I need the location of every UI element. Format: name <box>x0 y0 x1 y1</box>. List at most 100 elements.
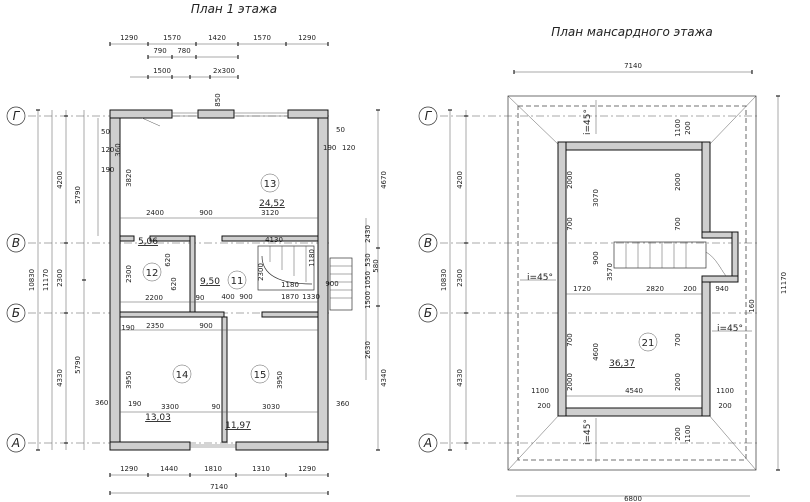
svg-text:360: 360 <box>114 143 122 156</box>
svg-text:3570: 3570 <box>606 263 614 281</box>
attic-floor-title: План мансардного этажа <box>551 25 713 39</box>
svg-text:2350: 2350 <box>146 322 164 330</box>
svg-text:4200: 4200 <box>56 171 64 189</box>
attic-staircase <box>613 241 727 277</box>
attic-bottom-dimension: 6800 <box>516 495 750 502</box>
svg-text:2630: 2630 <box>364 341 372 359</box>
svg-text:700: 700 <box>674 333 682 346</box>
attic-axis-marker-b: Б <box>418 303 438 323</box>
svg-text:15: 15 <box>254 370 267 381</box>
svg-text:1180: 1180 <box>308 249 316 267</box>
svg-text:200: 200 <box>684 121 692 134</box>
svg-text:1570: 1570 <box>253 34 271 42</box>
axis-marker-g: Г <box>6 106 26 126</box>
svg-text:50: 50 <box>336 126 345 134</box>
svg-text:2300: 2300 <box>56 269 64 287</box>
svg-text:900: 900 <box>239 293 252 301</box>
svg-text:11,97: 11,97 <box>225 421 251 431</box>
svg-text:11: 11 <box>231 276 244 287</box>
svg-text:7140: 7140 <box>210 483 228 491</box>
svg-text:Б: Б <box>12 306 20 320</box>
attic-axis-marker-v: В <box>418 233 438 253</box>
attic-interior-dimensions: 200 1100 2000 700 3070 900 3570 1720 282… <box>531 119 756 443</box>
svg-text:2200: 2200 <box>145 294 163 302</box>
svg-text:1810: 1810 <box>204 465 222 473</box>
svg-text:4200: 4200 <box>456 171 464 189</box>
svg-text:В: В <box>424 236 432 250</box>
svg-text:900: 900 <box>199 209 212 217</box>
svg-text:13: 13 <box>264 179 277 190</box>
svg-text:3070: 3070 <box>592 189 600 207</box>
svg-text:1420: 1420 <box>208 34 226 42</box>
svg-text:700: 700 <box>566 333 574 346</box>
attic-right-dimension: 11170 <box>776 95 788 471</box>
svg-text:200: 200 <box>683 285 696 293</box>
svg-text:200: 200 <box>674 427 682 440</box>
svg-text:3820: 3820 <box>125 169 133 187</box>
svg-text:5790: 5790 <box>74 186 82 204</box>
svg-text:50: 50 <box>101 128 110 136</box>
svg-text:36,37: 36,37 <box>609 359 635 369</box>
svg-text:3950: 3950 <box>276 371 284 389</box>
attic-axis-marker-g: Г <box>418 106 438 126</box>
svg-text:11170: 11170 <box>780 272 788 294</box>
svg-text:2300: 2300 <box>125 265 133 283</box>
roof-outline <box>507 95 757 471</box>
interior-walls <box>119 235 319 443</box>
svg-text:6800: 6800 <box>624 495 642 502</box>
axis-marker-a: А <box>6 433 26 453</box>
svg-text:780: 780 <box>177 47 190 55</box>
room-14: 14 13,03 <box>145 364 192 423</box>
svg-text:400: 400 <box>221 293 234 301</box>
svg-text:4330: 4330 <box>56 369 64 387</box>
svg-text:1100: 1100 <box>531 387 549 395</box>
svg-text:2x300: 2x300 <box>213 67 235 75</box>
svg-text:580: 580 <box>372 259 380 272</box>
svg-text:1290: 1290 <box>298 34 316 42</box>
svg-text:1500: 1500 <box>364 291 372 309</box>
svg-text:9,50: 9,50 <box>200 277 220 287</box>
svg-text:10830: 10830 <box>28 269 36 291</box>
svg-text:3300: 3300 <box>161 403 179 411</box>
attic-axis-marker-a: А <box>418 433 438 453</box>
svg-text:120: 120 <box>101 146 114 154</box>
svg-text:1310: 1310 <box>252 465 270 473</box>
svg-text:190: 190 <box>128 400 141 408</box>
svg-text:2000: 2000 <box>674 373 682 391</box>
svg-text:1500: 1500 <box>153 67 171 75</box>
axis-marker-v: В <box>6 233 26 253</box>
svg-text:1570: 1570 <box>163 34 181 42</box>
svg-text:900: 900 <box>592 251 600 264</box>
attic-left-dimensions: 10830 4200 2300 4330 <box>440 109 468 451</box>
right-dimensions: 4670 4340 2430 530 1050 1500 2630 580 50… <box>323 109 388 451</box>
svg-text:i=45°: i=45° <box>583 419 593 445</box>
svg-text:1050: 1050 <box>364 271 372 289</box>
svg-text:360: 360 <box>95 399 108 407</box>
svg-text:1330: 1330 <box>302 293 320 301</box>
attic-walls <box>557 141 739 417</box>
svg-text:3030: 3030 <box>262 403 280 411</box>
svg-text:190: 190 <box>323 144 336 152</box>
svg-text:А: А <box>11 436 20 450</box>
attic-top-dimension: 7140 <box>513 62 753 74</box>
slope-markers: i=45° i=45° i=45° i=45° <box>520 100 752 462</box>
svg-text:530: 530 <box>364 253 372 266</box>
svg-text:3950: 3950 <box>125 371 133 389</box>
svg-text:360: 360 <box>336 400 349 408</box>
porch <box>329 257 353 311</box>
svg-text:5,06: 5,06 <box>138 237 158 247</box>
first-floor-plan: План 1 этажа Г В Б А <box>6 2 388 495</box>
svg-text:200: 200 <box>537 402 550 410</box>
svg-text:2000: 2000 <box>566 171 574 189</box>
windows <box>172 112 288 448</box>
svg-text:200: 200 <box>718 402 731 410</box>
axis-marker-b: Б <box>6 303 26 323</box>
svg-text:1290: 1290 <box>120 34 138 42</box>
svg-text:1440: 1440 <box>160 465 178 473</box>
room-21: 21 36,37 <box>609 332 658 369</box>
svg-text:i=45°: i=45° <box>583 109 593 135</box>
svg-text:700: 700 <box>674 217 682 230</box>
svg-text:120: 120 <box>342 144 355 152</box>
